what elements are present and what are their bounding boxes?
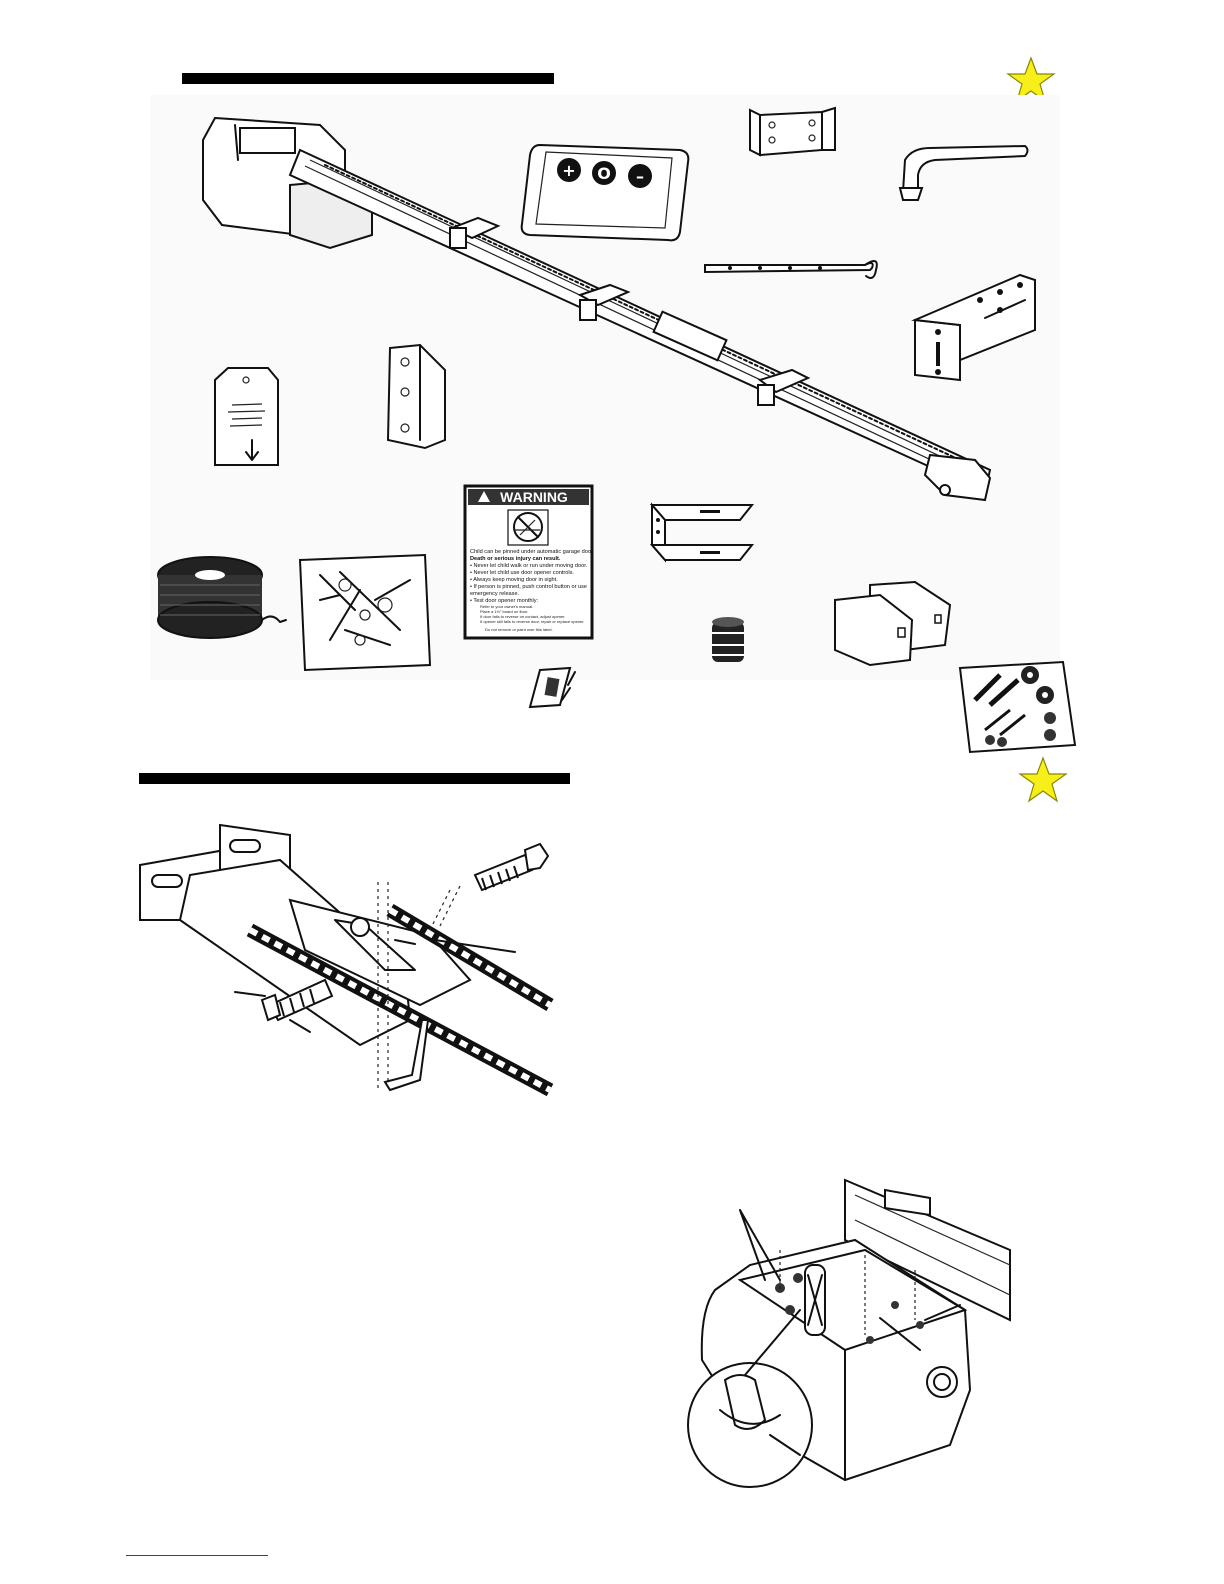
safety-sensors — [834, 580, 952, 667]
section-rule-top — [182, 73, 554, 84]
warning-line: emergency release. — [470, 591, 520, 597]
warning-footer: Do not remove or paint over this label. — [485, 627, 553, 632]
warning-line: Child can be pinned under automatic gara… — [470, 549, 595, 555]
warning-line: • Always keep moving door in sight. — [470, 577, 558, 583]
remote-o-button: O — [597, 164, 611, 183]
warning-fine-print: Refer to your owner's manual. — [480, 604, 533, 609]
header-bracket — [911, 273, 1036, 382]
curved-door-arm — [898, 144, 1029, 201]
warning-line: • Never let child walk or run under movi… — [470, 563, 588, 569]
motor-underside-diagram — [687, 1178, 1011, 1488]
warning-fine-print: If opener still fails to reverse door, r… — [480, 619, 585, 624]
straight-door-arm — [704, 260, 878, 279]
star-icon — [1006, 56, 1056, 103]
tag-icon — [214, 367, 279, 466]
warning-label: WARNING Child can be pinned under automa… — [463, 484, 595, 640]
warning-line: • If person is pinned, push control butt… — [470, 584, 587, 590]
motor-unit — [202, 116, 373, 250]
parts-illustration: + O – — [150, 95, 1077, 754]
warning-triangle-icon — [478, 491, 490, 502]
warning-line: • Test door opener monthly: — [470, 598, 539, 604]
hardware-bag — [298, 553, 432, 672]
wall-button — [528, 666, 576, 709]
star-icon — [1018, 756, 1068, 803]
channel-bracket — [649, 502, 755, 563]
warning-line: Death or serious injury can result. — [470, 556, 561, 562]
angle-bracket — [386, 343, 446, 450]
chain-tension-diagram — [139, 823, 554, 1097]
wire-spool — [157, 556, 287, 639]
warning-fine-print: If door fails to reverse on contact, adj… — [480, 614, 565, 619]
remote-minus-button: – — [636, 167, 644, 186]
warning-fine-print: Place a 1½" board on floor. — [480, 609, 528, 614]
fastener-card — [958, 660, 1077, 754]
footer-link[interactable] — [126, 1555, 268, 1556]
remote-control: + O – — [520, 143, 690, 242]
remote-plus-button: + — [562, 161, 575, 180]
insulator — [712, 617, 744, 662]
section-rule-middle — [139, 773, 570, 784]
warning-title: WARNING — [500, 489, 568, 505]
rail — [288, 148, 992, 502]
warning-line: • Never let child use door opener contro… — [470, 570, 574, 576]
u-bracket — [749, 106, 836, 157]
